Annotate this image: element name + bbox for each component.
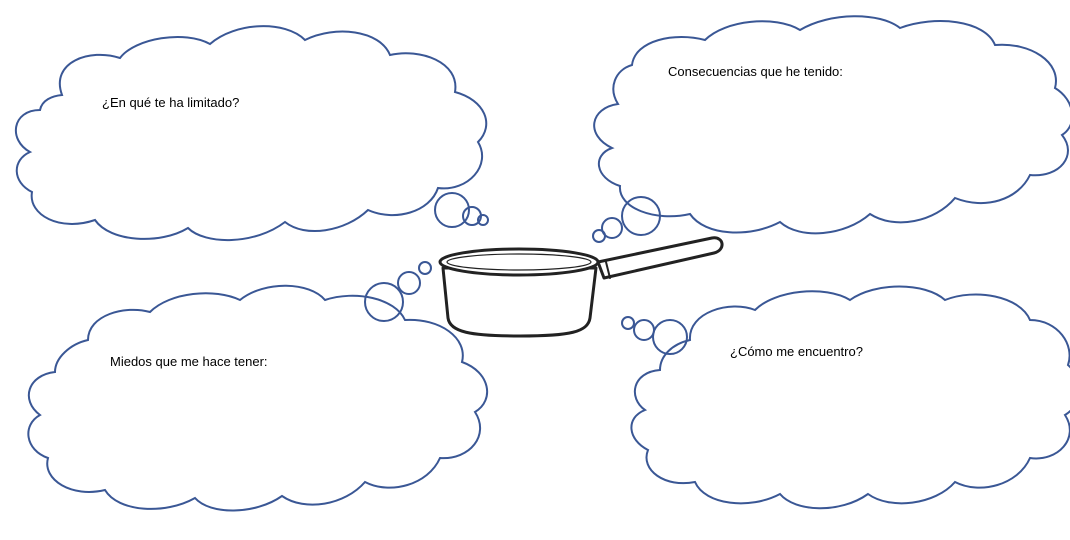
thought-cloud-fears	[28, 286, 487, 511]
cooking-pot-icon	[440, 238, 722, 336]
thought-bubble-br-medium	[634, 320, 654, 340]
cloud-prompt-fears: Miedos que me hace tener:	[110, 354, 268, 369]
thought-cloud-limitations	[16, 26, 486, 240]
cloud-prompt-consequences: Consecuencias que he tenido:	[668, 64, 843, 79]
cloud-prompt-feelings: ¿Cómo me encuentro?	[730, 344, 863, 359]
cloud-prompt-limitations: ¿En qué te ha limitado?	[102, 95, 239, 110]
thought-bubble-bl-small	[419, 262, 431, 274]
thought-bubble-br-small	[622, 317, 634, 329]
thought-cloud-feelings	[631, 287, 1070, 509]
thought-bubble-bl-medium	[398, 272, 420, 294]
pot-handle	[598, 238, 722, 278]
thought-cloud-consequences	[594, 16, 1070, 233]
pot-body	[443, 268, 596, 336]
thought-bubble-tl-large	[435, 193, 469, 227]
thought-bubble-tr-small	[593, 230, 605, 242]
pot-rim	[440, 249, 598, 275]
